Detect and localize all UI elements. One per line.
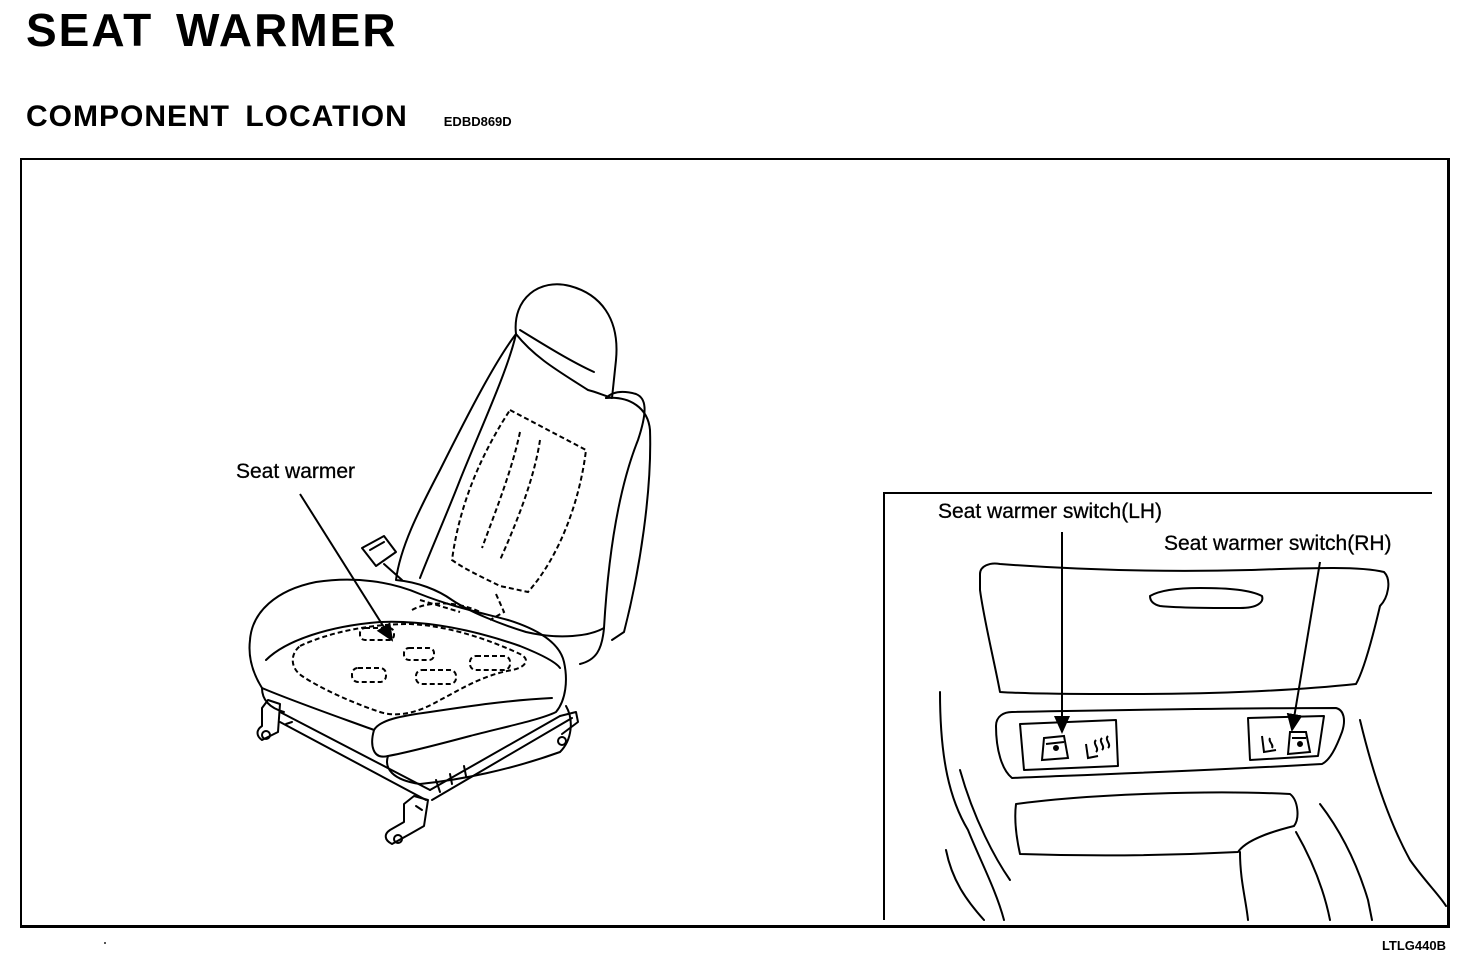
switch-seat-heat-icon bbox=[1040, 731, 1312, 762]
headrest bbox=[514, 283, 618, 399]
seat-cushion bbox=[248, 578, 567, 758]
seatbelt-buckle bbox=[361, 535, 403, 581]
seat-illustration bbox=[248, 283, 652, 845]
figure-code: LTLG440B bbox=[1381, 938, 1446, 953]
backrest bbox=[395, 333, 646, 638]
section-title: COMPONENT LOCATION bbox=[26, 100, 408, 133]
heater-elements bbox=[291, 408, 588, 716]
scan-speck bbox=[104, 942, 106, 944]
switch-rh-label: Seat warmer switch(RH) bbox=[1164, 532, 1392, 555]
leader-arrow-icon bbox=[1286, 561, 1321, 732]
page-title: SEAT WARMER bbox=[26, 4, 398, 56]
figure-frame bbox=[20, 158, 1450, 928]
seat-warmer-label: Seat warmer bbox=[236, 460, 356, 483]
seat-rails bbox=[256, 699, 579, 845]
switch-lh-label: Seat warmer switch(LH) bbox=[938, 500, 1163, 523]
console-illustration bbox=[939, 562, 1447, 921]
section-code: EDBD869D bbox=[443, 114, 512, 129]
leader-arrow-icon bbox=[299, 493, 394, 642]
inset-frame bbox=[883, 492, 1432, 920]
section-header: COMPONENT LOCATION EDBD869D bbox=[26, 100, 512, 134]
